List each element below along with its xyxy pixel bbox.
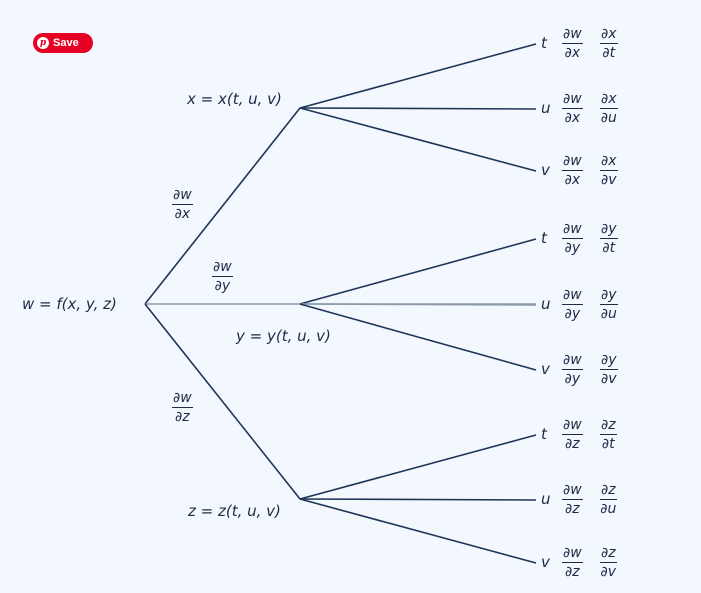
fraction-numerator: ∂w (562, 91, 583, 109)
edge-leaf (299, 107, 537, 110)
leaf-fraction: ∂w∂x (562, 26, 583, 61)
fraction-numerator: ∂w (562, 153, 583, 171)
edge-leaf (299, 238, 537, 305)
edge-x-fraction: ∂w ∂x (172, 187, 193, 222)
fraction-denominator: ∂x (564, 45, 581, 61)
leaf-fraction: ∂w∂y (562, 352, 583, 387)
fraction-numerator: ∂w (562, 545, 583, 563)
leaf-fraction: ∂z∂t (600, 417, 617, 452)
leaf-fraction: ∂z∂v (600, 545, 617, 580)
fraction-numerator: ∂w (172, 187, 193, 205)
fraction-numerator: ∂x (600, 26, 618, 44)
fraction-denominator: ∂v (601, 371, 617, 387)
save-button-label: Save (53, 37, 79, 49)
fraction-denominator: ∂u (600, 306, 617, 322)
fraction-denominator: ∂z (565, 564, 580, 580)
fraction-denominator: ∂t (601, 436, 615, 452)
fraction-denominator: ∂u (600, 501, 617, 517)
fraction-numerator: ∂w (562, 221, 583, 239)
fraction-denominator: ∂x (564, 110, 581, 126)
leaf-fraction: ∂y∂v (600, 352, 618, 387)
fraction-denominator: ∂y (214, 278, 231, 294)
edge-root-x (144, 107, 301, 305)
fraction-denominator: ∂x (174, 206, 191, 222)
leaf-fraction: ∂w∂x (562, 91, 583, 126)
leaf-variable: v (541, 553, 550, 571)
leaf-fraction: ∂y∂t (600, 221, 618, 256)
leaf-variable: u (541, 99, 551, 117)
fraction-denominator: ∂z (565, 501, 580, 517)
fraction-denominator: ∂y (564, 240, 581, 256)
leaf-fraction: ∂w∂z (562, 482, 583, 517)
leaf-variable: t (541, 229, 547, 247)
edge-root-z (144, 303, 301, 500)
leaf-fraction: ∂y∂u (600, 287, 618, 322)
edge-y-fraction: ∂w ∂y (212, 259, 233, 294)
fraction-numerator: ∂x (600, 153, 618, 171)
fraction-numerator: ∂w (172, 390, 193, 408)
save-button[interactable]: p Save (33, 33, 93, 53)
edge-z-fraction: ∂w ∂z (172, 390, 193, 425)
edge-leaf (299, 303, 537, 306)
fraction-denominator: ∂y (564, 371, 581, 387)
leaf-variable: v (541, 360, 550, 378)
node-x-label: x = x(t, u, v) (187, 90, 282, 108)
edge-leaf (299, 107, 537, 172)
leaf-variable: v (541, 161, 550, 179)
edge-leaf (299, 303, 537, 371)
edge-leaf (299, 434, 537, 500)
leaf-fraction: ∂x∂t (600, 26, 618, 61)
node-z-label: z = z(t, u, v) (188, 502, 281, 520)
leaf-fraction: ∂z∂u (600, 482, 617, 517)
leaf-variable: u (541, 295, 551, 313)
fraction-numerator: ∂w (562, 482, 583, 500)
fraction-denominator: ∂z (565, 436, 580, 452)
leaf-fraction: ∂w∂x (562, 153, 583, 188)
fraction-denominator: ∂t (602, 240, 616, 256)
node-y-label: y = y(t, u, v) (236, 327, 331, 345)
edge-leaf (299, 498, 537, 564)
edge-leaf (299, 43, 537, 109)
fraction-numerator: ∂y (600, 352, 618, 370)
edge-leaf (299, 498, 537, 501)
fraction-numerator: ∂z (600, 417, 617, 435)
leaf-fraction: ∂x∂v (600, 153, 618, 188)
fraction-denominator: ∂y (564, 306, 581, 322)
fraction-numerator: ∂y (600, 221, 618, 239)
fraction-denominator: ∂u (600, 110, 617, 126)
leaf-variable: t (541, 425, 547, 443)
leaf-fraction: ∂w∂y (562, 287, 583, 322)
leaf-fraction: ∂x∂u (600, 91, 618, 126)
pinterest-icon: p (37, 37, 49, 49)
fraction-numerator: ∂w (562, 352, 583, 370)
leaf-variable: t (541, 34, 547, 52)
fraction-numerator: ∂w (562, 287, 583, 305)
fraction-numerator: ∂x (600, 91, 618, 109)
fraction-denominator: ∂x (564, 172, 581, 188)
fraction-denominator: ∂v (601, 172, 617, 188)
leaf-fraction: ∂w∂z (562, 545, 583, 580)
fraction-numerator: ∂w (562, 417, 583, 435)
fraction-numerator: ∂z (600, 545, 617, 563)
fraction-numerator: ∂w (212, 259, 233, 277)
fraction-denominator: ∂v (600, 564, 617, 580)
root-label: w = f(x, y, z) (22, 295, 117, 313)
fraction-numerator: ∂z (600, 482, 617, 500)
fraction-denominator: ∂t (602, 45, 616, 61)
leaf-variable: u (541, 490, 551, 508)
leaf-fraction: ∂w∂z (562, 417, 583, 452)
leaf-fraction: ∂w∂y (562, 221, 583, 256)
fraction-numerator: ∂y (600, 287, 618, 305)
fraction-denominator: ∂z (175, 409, 190, 425)
fraction-numerator: ∂w (562, 26, 583, 44)
